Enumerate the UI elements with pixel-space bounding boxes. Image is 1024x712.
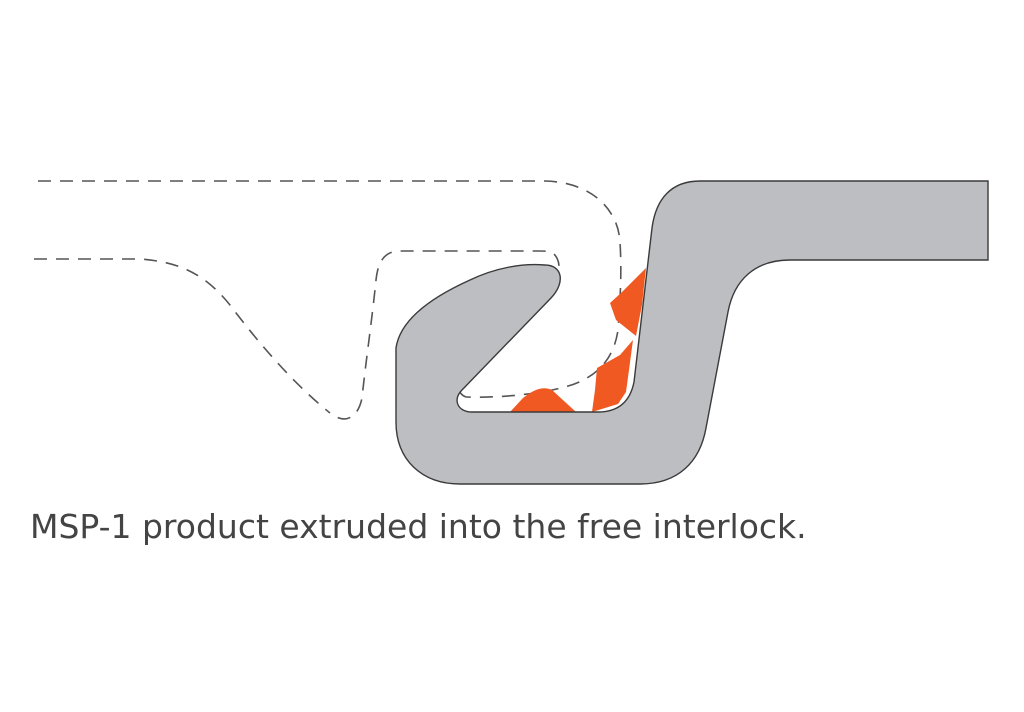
figure-caption: MSP-1 product extruded into the free int… (30, 507, 807, 546)
sealant-upper-bead (610, 268, 646, 336)
msp-1-sealant (510, 268, 646, 412)
sealant-bottom-bead (510, 388, 576, 412)
seamed-hook-profile (395, 180, 989, 485)
outline-lower-edge (34, 258, 331, 414)
sealant-right-bead (592, 340, 633, 412)
